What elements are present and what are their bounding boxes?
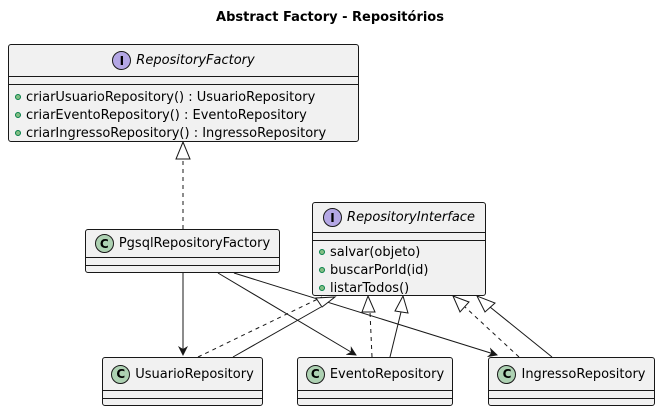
repository-factory-fields xyxy=(9,77,358,85)
ingresso-repository-name: IngressoRepository xyxy=(521,366,646,382)
repository-factory-methods: criarUsuarioRepository() : UsuarioReposi… xyxy=(9,85,358,142)
realization-usuario-interface xyxy=(197,296,323,358)
repository-interface-name: RepositoryInterface xyxy=(347,210,475,225)
realization-triangle-factory xyxy=(175,140,191,160)
evento-fields xyxy=(298,391,452,399)
class-badge-icon: C xyxy=(94,234,114,253)
realization-evento-interface xyxy=(369,311,373,358)
usuario-fields xyxy=(103,391,262,399)
method-item: buscarPorId(id) xyxy=(313,261,485,279)
repository-interface-fields xyxy=(313,233,485,241)
usuario-methods xyxy=(103,399,262,405)
public-method-icon xyxy=(15,94,21,100)
method-item: criarEventoRepository() : EventoReposito… xyxy=(9,106,358,124)
evento-methods xyxy=(298,399,452,405)
interface-badge-icon: I xyxy=(112,51,132,70)
pgsql-repository-factory-name: PgsqlRepositoryFactory xyxy=(118,236,271,251)
repository-interface-box: I RepositoryInterface salvar(objeto) bus… xyxy=(312,202,486,296)
method-item: criarIngressoRepository() : IngressoRepo… xyxy=(9,124,358,142)
generalization-ingresso-interface xyxy=(489,306,553,358)
realization-ingresso-interface xyxy=(464,306,520,358)
ingresso-fields xyxy=(489,391,654,399)
ingresso-methods xyxy=(489,399,654,405)
public-method-icon xyxy=(15,112,21,118)
method-item: criarUsuarioRepository() : UsuarioReposi… xyxy=(9,88,358,106)
class-badge-icon: C xyxy=(305,364,325,384)
public-method-icon xyxy=(15,130,21,136)
evento-repository-name: EventoRepository xyxy=(329,366,445,382)
class-badge-icon: C xyxy=(111,364,131,384)
triangle-ingresso-interface xyxy=(475,295,496,313)
repository-interface-methods: salvar(objeto) buscarPorId(id) listarTod… xyxy=(313,241,485,297)
dependency-to-ingresso xyxy=(233,272,498,358)
pgsql-fields xyxy=(86,258,279,266)
public-method-icon xyxy=(319,285,325,291)
triangle-usuario-interface xyxy=(315,296,337,308)
interface-badge-icon: I xyxy=(323,208,343,227)
method-item: salvar(objeto) xyxy=(313,243,485,261)
diagram-title: Abstract Factory - Repositórios xyxy=(216,10,444,25)
pgsql-repository-factory-box: C PgsqlRepositoryFactory xyxy=(85,229,280,273)
evento-repository-box: C EventoRepository xyxy=(297,357,453,406)
class-badge-icon: C xyxy=(497,364,517,384)
method-item: listarTodos() xyxy=(313,279,485,297)
pgsql-methods xyxy=(86,266,279,272)
repository-factory-name: RepositoryFactory xyxy=(136,53,255,68)
public-method-icon xyxy=(319,249,325,255)
public-method-icon xyxy=(319,267,325,273)
ingresso-repository-box: C IngressoRepository xyxy=(488,357,655,406)
usuario-repository-name: UsuarioRepository xyxy=(135,366,254,382)
usuario-repository-box: C UsuarioRepository xyxy=(102,357,263,406)
repository-factory-box: I RepositoryFactory criarUsuarioReposito… xyxy=(8,44,359,142)
generalization-usuario-interface xyxy=(232,306,322,358)
triangle-evento-interface xyxy=(394,294,409,314)
generalization-evento-interface xyxy=(389,311,402,358)
triangle-ingresso-interface-dashed xyxy=(452,295,470,313)
triangle-evento-interface-dashed xyxy=(361,294,376,313)
